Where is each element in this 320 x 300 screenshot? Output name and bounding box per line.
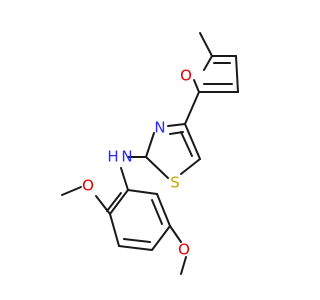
bond-methoxy-top-methyl [61, 186, 82, 196]
bond-thiazole-c2-s1 [145, 156, 169, 179]
bond-benzene-2-3 [109, 213, 120, 247]
bond-thiazole-s1-c5 [180, 158, 201, 175]
bond-thiazole-n3-c2 [145, 132, 155, 158]
bond-methoxy-bottom-methyl [180, 256, 187, 275]
bond-furan-thiazole [184, 91, 200, 125]
atom-o-methoxy-bottom: O [178, 241, 190, 259]
bond-benzene-6-1 [127, 189, 158, 195]
structure-diagram: O N S N H O O [61, 32, 239, 275]
bond-amine-phenyl [120, 167, 129, 191]
bond-furan-o-c2 [193, 79, 200, 93]
bond-thiazole-c5-c4-double [180, 131, 193, 157]
bond-benzene-3-4 [118, 245, 153, 251]
bond-benzene-methoxy-top [95, 195, 111, 215]
atom-o-furan: O [180, 67, 192, 85]
atom-o-methoxy-top: O [82, 177, 94, 195]
atom-n-amine: N [121, 148, 132, 166]
bond-benzene-4-5 [151, 225, 171, 251]
bond-benzene-5-6-double [151, 199, 163, 225]
atom-h-amine: H [107, 148, 118, 166]
bond-methyl-furan [199, 32, 213, 57]
bond-benzene-methoxy-bottom [169, 225, 182, 243]
bond-benzene-5-6 [156, 193, 171, 227]
bond-furan-c3-c4 [235, 55, 239, 93]
bond-benzene-3-4-double [123, 238, 151, 243]
molecule-canvas: O N S N H O O [61, 32, 239, 275]
bond-thiazole-c4-n3 [167, 123, 186, 127]
atom-layer: O N S N H O O [82, 67, 192, 259]
bond-furan-c5-o [203, 55, 213, 71]
bond-thiazole-c5-c4 [184, 123, 201, 160]
atom-s-thiazole: S [170, 174, 180, 192]
atom-n-thiazole: N [154, 119, 165, 137]
bond-benzene-1-2 [109, 189, 129, 215]
bond-layer [61, 32, 239, 275]
bond-benzene-1-2-double [106, 192, 122, 212]
